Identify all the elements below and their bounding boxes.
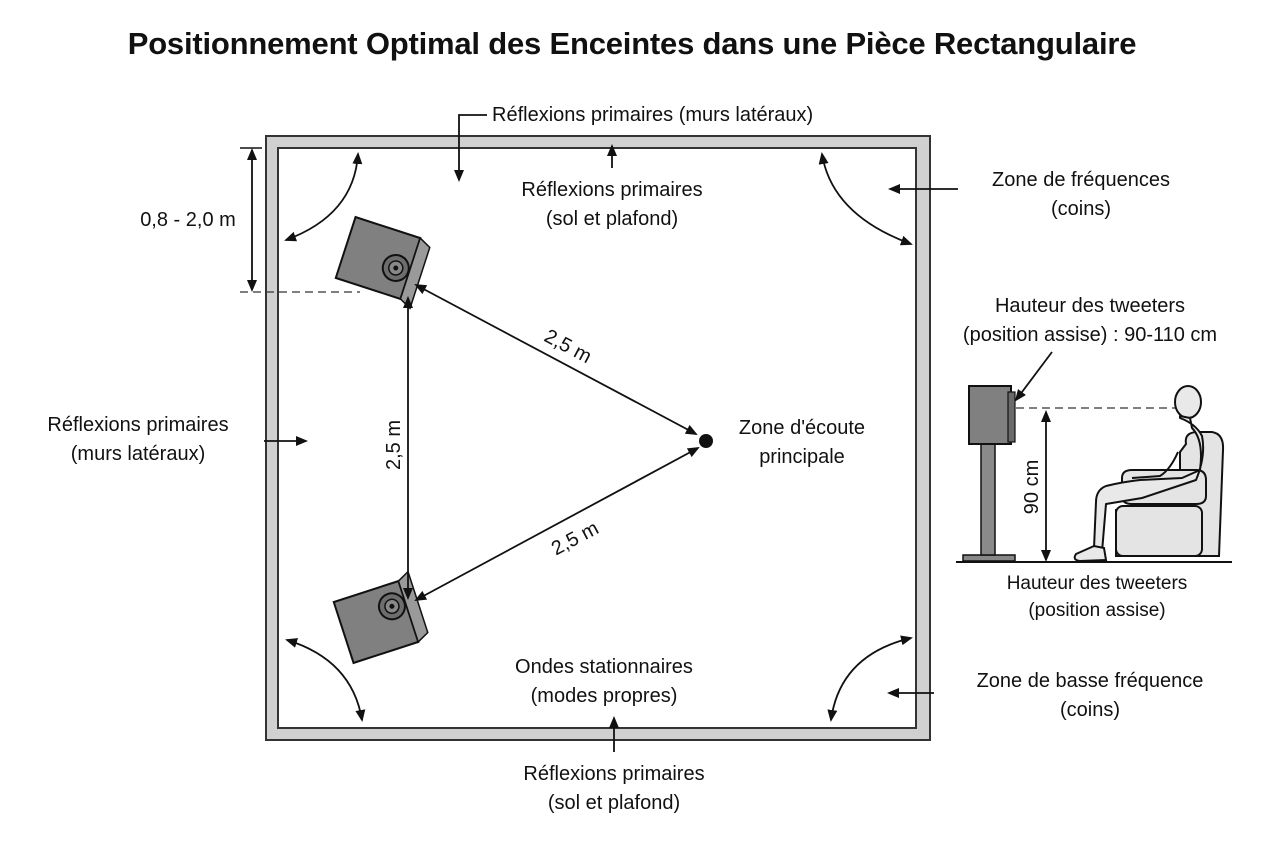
corner-arc-top-right — [818, 152, 913, 246]
top-side-walls-label: Réflexions primaires (murs latéraux) — [492, 104, 813, 126]
corner-zone-bottom: Zone de basse fréquence (coins) — [887, 670, 1204, 721]
wall-distance-dimension: 0,8 - 2,0 m — [140, 147, 360, 293]
distance-vertical-label: 2,5 m — [383, 420, 405, 470]
left-side-walls-reflection: Réflexions primaires (murs latéraux) — [47, 414, 308, 465]
room-walls — [265, 135, 931, 741]
speaker-top-left — [334, 215, 431, 310]
speaker-on-stand — [962, 385, 1016, 562]
bottom-floor-ceiling-reflection: Réflexions primaires (sol et plafond) — [523, 716, 705, 814]
standing-waves: Ondes stationnaires (modes propres) — [515, 656, 693, 707]
bottom-floor-ceiling-label-line2: (sol et plafond) — [548, 792, 680, 814]
corner-arc-bottom-left — [285, 638, 366, 722]
corner-arc-top-left — [284, 152, 363, 242]
listening-zone: Zone d'écoute principale — [699, 417, 865, 468]
top-side-walls-reflection: Réflexions primaires (murs latéraux) — [454, 104, 813, 182]
left-side-walls-label-line2: (murs latéraux) — [71, 443, 205, 465]
corner-arc-bottom-right — [827, 635, 913, 722]
diagram-title: Positionnement Optimal des Enceintes dan… — [127, 26, 1137, 61]
wall-distance-label: 0,8 - 2,0 m — [140, 209, 236, 231]
distance-line-bottom — [414, 447, 700, 601]
corner-zone-bottom-label-line1: Zone de basse fréquence — [977, 670, 1204, 692]
tweeter-height-top-label-line2: (position assise) : 90-110 cm — [963, 324, 1217, 346]
top-floor-ceiling-reflection: Réflexions primaires (sol et plafond) — [521, 144, 703, 230]
listening-point-icon — [699, 434, 713, 448]
listening-zone-label-line2: principale — [759, 446, 845, 468]
standing-waves-label-line2: (modes propres) — [531, 685, 678, 707]
tweeter-height-top-label-line1: Hauteur des tweeters — [995, 295, 1185, 317]
listening-zone-label-line1: Zone d'écoute — [739, 417, 865, 439]
distance-top-label: 2,5 m — [541, 325, 596, 368]
tweeter-height-value-label: 90 cm — [1021, 460, 1043, 514]
seated-person — [1073, 385, 1205, 563]
corner-zone-top-label-line1: Zone de fréquences — [992, 169, 1170, 191]
distance-line-top — [414, 284, 698, 435]
corner-zone-bottom-label-line2: (coins) — [1060, 699, 1120, 721]
top-floor-ceiling-label-line1: Réflexions primaires — [521, 179, 702, 201]
speaker-bottom-left — [332, 570, 429, 665]
corner-zone-top-label-line2: (coins) — [1051, 198, 1111, 220]
tweeter-height-side-view: Hauteur des tweeters (position assise) :… — [956, 295, 1232, 621]
top-floor-ceiling-label-line2: (sol et plafond) — [546, 208, 678, 230]
tweeter-height-bottom-label-line1: Hauteur des tweeters — [1007, 573, 1188, 594]
standing-waves-label-line1: Ondes stationnaires — [515, 656, 693, 678]
corner-zone-top: Zone de fréquences (coins) — [888, 169, 1170, 220]
speaker-triangle: 2,5 m 2,5 m 2,5 m — [383, 284, 700, 601]
left-side-walls-label-line1: Réflexions primaires — [47, 414, 228, 436]
tweeter-height-bottom-label-line2: (position assise) — [1028, 600, 1165, 621]
bottom-floor-ceiling-label-line1: Réflexions primaires — [523, 763, 704, 785]
